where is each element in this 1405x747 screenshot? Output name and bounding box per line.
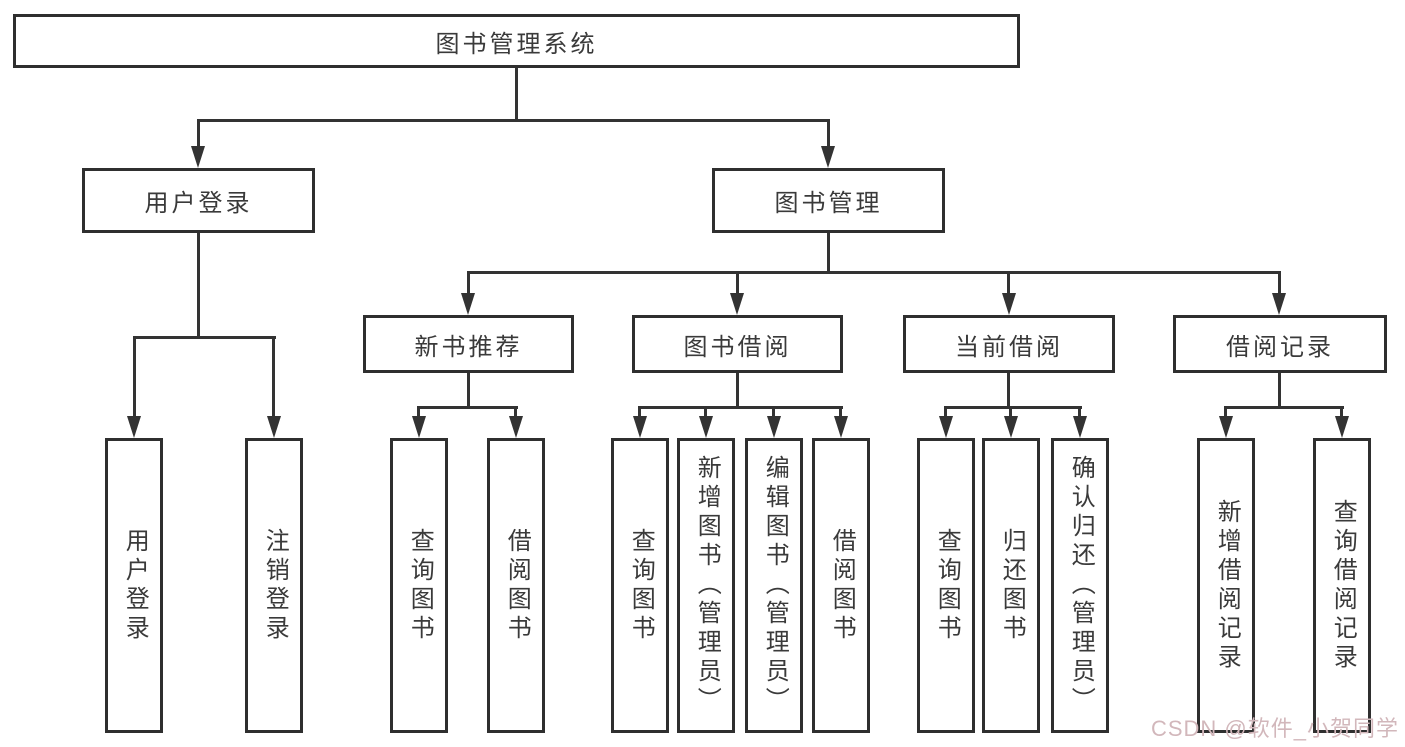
node-label: 查询图书 — [627, 527, 655, 644]
node-label: 归还图书 — [998, 527, 1026, 644]
leaf-query-borrow-record: 查询借阅记录 — [1313, 438, 1371, 733]
connector-line — [514, 406, 517, 420]
connector-line — [1007, 271, 1010, 297]
connector-line — [197, 119, 200, 150]
arrowhead-down-icon — [834, 416, 848, 438]
arrowhead-down-icon — [267, 416, 281, 438]
leaf-query-books-newbook: 查询图书 — [390, 438, 448, 733]
node-library-management-system: 图书管理系统 — [13, 14, 1020, 68]
node-label: 编辑图书（管理员） — [761, 455, 789, 716]
node-current-borrowing: 当前借阅 — [903, 315, 1115, 373]
node-book-borrowing: 图书借阅 — [632, 315, 843, 373]
connector-line — [638, 406, 641, 420]
connector-line — [515, 68, 518, 120]
node-label: 确认归还（管理员） — [1067, 455, 1095, 716]
leaf-edit-book-admin: 编辑图书（管理员） — [745, 438, 803, 733]
connector-line — [944, 406, 947, 420]
connector-line — [736, 373, 739, 407]
arrowhead-down-icon — [633, 416, 647, 438]
arrowhead-down-icon — [1004, 416, 1018, 438]
connector-line — [1224, 406, 1344, 409]
node-label: 查询图书 — [933, 527, 961, 644]
node-label: 查询图书 — [406, 527, 434, 644]
arrowhead-down-icon — [509, 416, 523, 438]
leaf-add-borrow-record: 新增借阅记录 — [1197, 438, 1255, 733]
node-label: 新书推荐 — [414, 333, 523, 361]
connector-line — [1278, 271, 1281, 297]
arrowhead-down-icon — [1219, 416, 1233, 438]
leaf-borrow-books-borrowing: 借阅图书 — [812, 438, 870, 733]
leaf-query-books-current: 查询图书 — [917, 438, 975, 733]
arrowhead-down-icon — [1272, 293, 1286, 315]
arrowhead-down-icon — [1335, 416, 1349, 438]
arrowhead-down-icon — [1002, 293, 1016, 315]
leaf-confirm-return-admin: 确认归还（管理员） — [1051, 438, 1109, 733]
connector-line — [772, 406, 775, 420]
leaf-user-login: 用户登录 — [105, 438, 163, 733]
connector-line — [704, 406, 707, 420]
node-label: 查询借阅记录 — [1329, 498, 1357, 673]
node-label: 新增借阅记录 — [1213, 498, 1241, 673]
connector-line — [827, 119, 830, 150]
node-new-book-recommend: 新书推荐 — [363, 315, 574, 373]
node-book-management: 图书管理 — [712, 168, 945, 233]
connector-line — [1278, 373, 1281, 407]
arrowhead-down-icon — [412, 416, 426, 438]
connector-line — [272, 336, 275, 420]
node-label: 借阅图书 — [828, 527, 856, 644]
connector-line — [197, 233, 200, 337]
connector-line — [418, 406, 518, 409]
connector-line — [1224, 406, 1227, 420]
connector-line — [827, 233, 830, 272]
arrowhead-down-icon — [821, 146, 835, 168]
connector-line — [638, 406, 843, 409]
leaf-borrow-books-newbook: 借阅图书 — [487, 438, 545, 733]
arrowhead-down-icon — [191, 146, 205, 168]
node-label: 图书借阅 — [683, 333, 792, 361]
connector-line — [1078, 406, 1081, 420]
node-label: 当前借阅 — [955, 333, 1063, 361]
arrowhead-down-icon — [1073, 416, 1087, 438]
node-label: 用户登录 — [144, 190, 253, 217]
node-label: 借阅图书 — [503, 527, 531, 644]
arrowhead-down-icon — [127, 416, 141, 438]
arrowhead-down-icon — [730, 293, 744, 315]
arrowhead-down-icon — [461, 293, 475, 315]
connector-line — [1340, 406, 1343, 420]
leaf-logout-login: 注销登录 — [245, 438, 303, 733]
node-label: 图书管理系统 — [435, 30, 598, 58]
node-label: 新增图书（管理员） — [693, 455, 721, 716]
node-borrow-records: 借阅记录 — [1173, 315, 1387, 373]
arrowhead-down-icon — [699, 416, 713, 438]
connector-line — [197, 119, 830, 122]
connector-line — [736, 271, 739, 297]
connector-line — [944, 406, 1082, 409]
leaf-add-book-admin: 新增图书（管理员） — [677, 438, 735, 733]
connector-line — [467, 373, 470, 407]
node-label: 用户登录 — [121, 527, 149, 644]
connector-line — [467, 271, 470, 297]
connector-line — [133, 336, 276, 339]
connector-line — [1007, 373, 1010, 407]
leaf-query-books-borrowing: 查询图书 — [611, 438, 669, 733]
connector-line — [133, 336, 136, 420]
connector-line — [1009, 406, 1012, 420]
connector-line — [417, 406, 420, 420]
node-label: 借阅记录 — [1226, 333, 1334, 361]
arrowhead-down-icon — [939, 416, 953, 438]
leaf-return-books: 归还图书 — [982, 438, 1040, 733]
arrowhead-down-icon — [767, 416, 781, 438]
connector-line — [839, 406, 842, 420]
csdn-watermark: CSDN @软件_小贺同学 — [1150, 716, 1399, 741]
node-label: 图书管理 — [774, 190, 883, 217]
connector-line — [467, 271, 1280, 274]
node-label: 注销登录 — [261, 527, 289, 644]
node-user-login-group: 用户登录 — [82, 168, 315, 233]
